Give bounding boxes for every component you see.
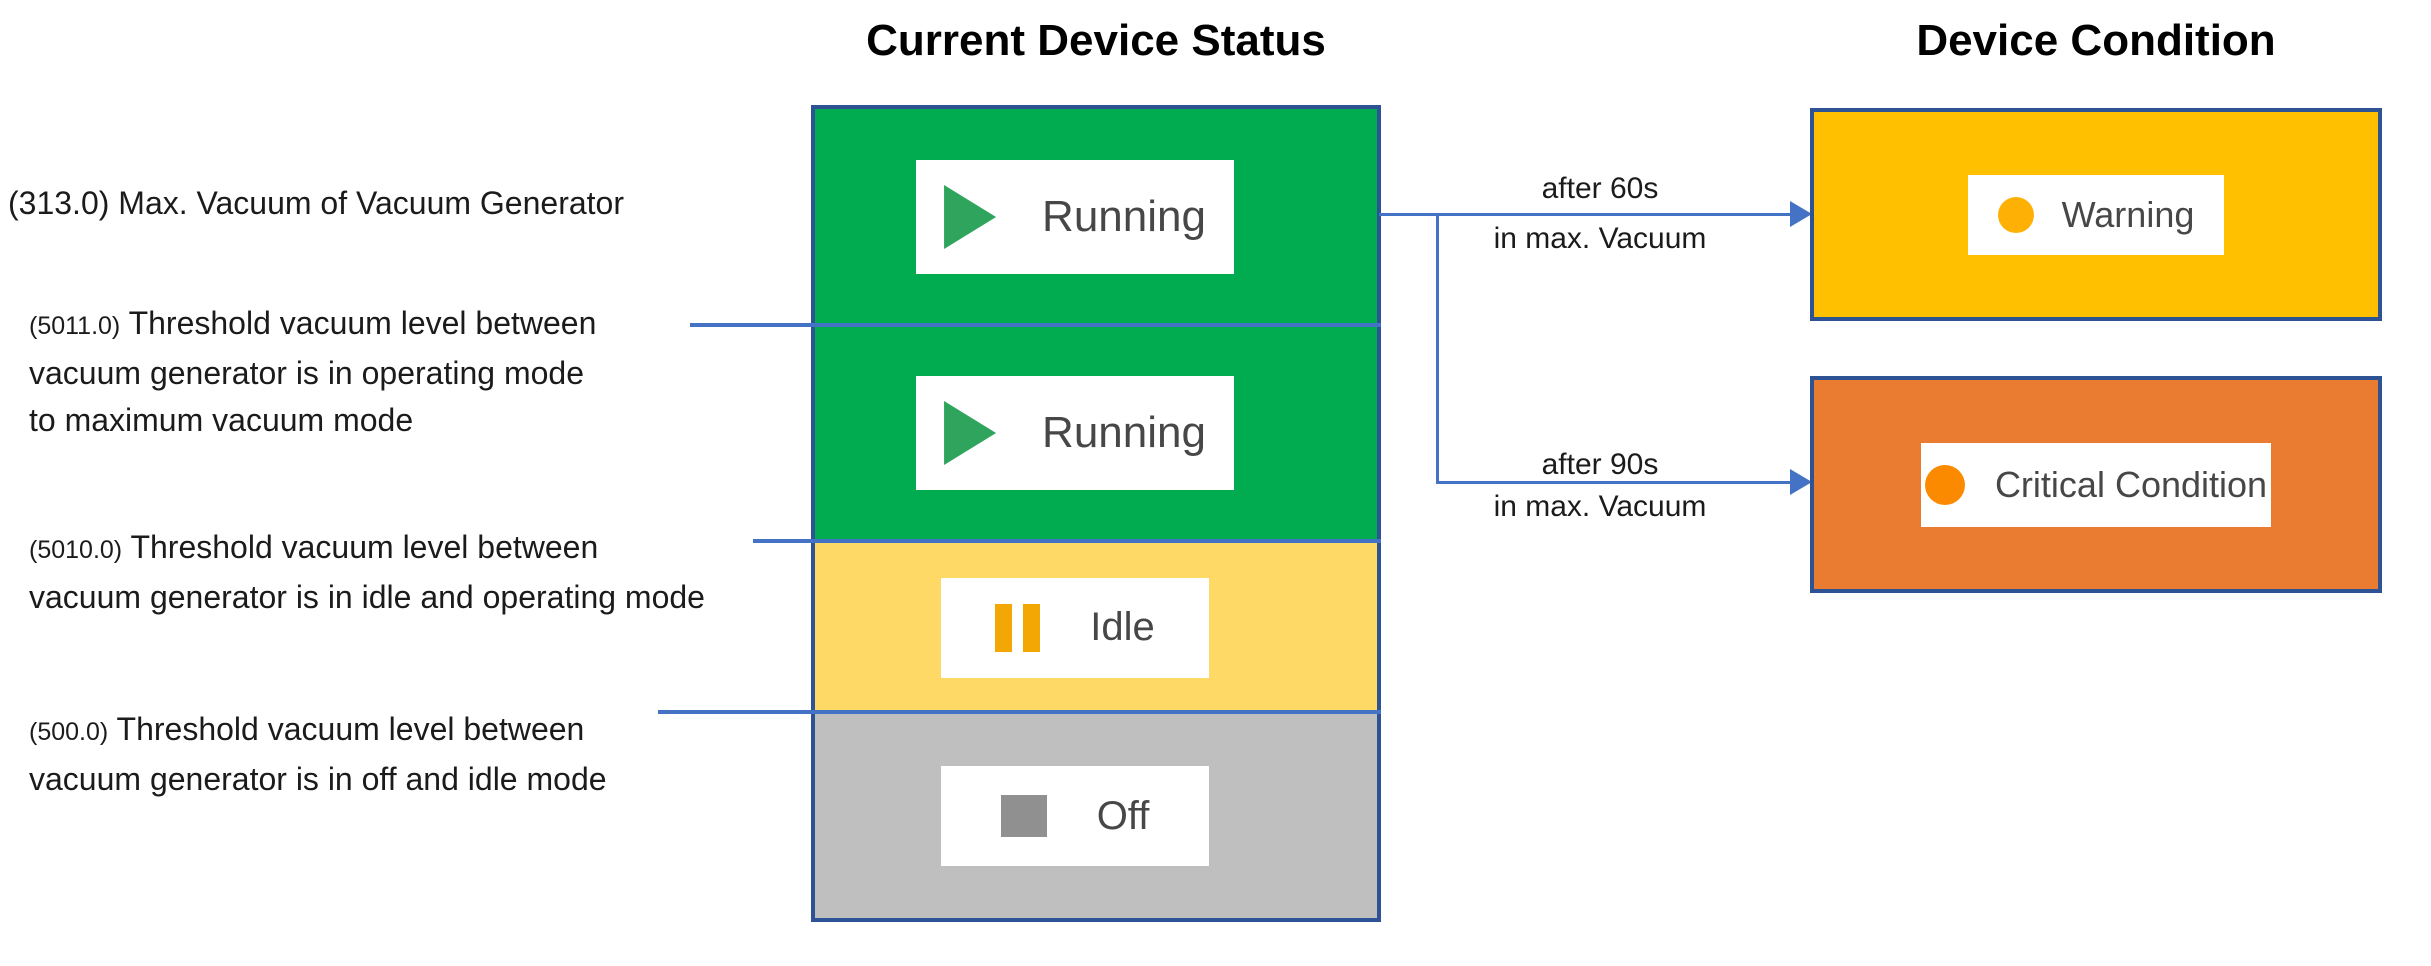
threshold-value: (313.0) <box>8 185 110 221</box>
condition-badge: Warning <box>1968 174 2224 255</box>
arrowhead-warning-icon <box>1790 201 1812 227</box>
play-icon <box>944 401 997 465</box>
threshold-leader-line-5011 <box>690 323 1381 327</box>
threshold-max-vacuum-label: (313.0) Max. Vacuum of Vacuum Generator <box>8 180 624 227</box>
threshold-leader-line-500 <box>658 710 1381 714</box>
status-badge: Running <box>916 160 1234 274</box>
status-idle: Idle <box>815 541 1377 714</box>
status-running-max-vacuum: Running <box>815 109 1377 325</box>
status-stack: Running Running Idle Off <box>811 105 1381 922</box>
condition-column-title: Device Condition <box>1916 16 2276 65</box>
threshold-text-line: (5011.0) Threshold vacuum level between <box>29 305 597 341</box>
threshold-text-line: vacuum generator is in idle and operatin… <box>29 579 705 615</box>
status-running-operating: Running <box>815 325 1377 541</box>
condition-label: Warning <box>2061 193 2195 235</box>
threshold-5011-label: (5011.0) Threshold vacuum level between … <box>29 300 596 444</box>
threshold-value: (500.0) <box>29 718 109 746</box>
threshold-text-line: (500.0) Threshold vacuum level between <box>29 711 585 747</box>
condition-warning-box: Warning <box>1810 108 2382 321</box>
threshold-text-line: (5010.0) Threshold vacuum level between <box>29 529 599 565</box>
transition-delay-critical: after 90s <box>1541 448 1659 481</box>
status-label: Idle <box>1090 605 1155 649</box>
threshold-500-label: (500.0) Threshold vacuum level between v… <box>29 706 607 803</box>
arrowhead-critical-icon <box>1790 469 1812 495</box>
stop-icon <box>1000 795 1047 837</box>
play-icon <box>944 185 997 249</box>
transition-condition-critical: in max. Vacuum <box>1493 490 1707 523</box>
threshold-5010-label: (5010.0) Threshold vacuum level between … <box>29 524 705 621</box>
transition-line-critical <box>1436 481 1793 484</box>
status-badge: Running <box>916 376 1234 490</box>
status-badge: Idle <box>941 577 1209 678</box>
condition-badge: Critical Condition <box>1921 442 2271 527</box>
threshold-value: (5011.0) <box>29 312 121 340</box>
transition-delay-warning: after 60s <box>1541 172 1659 205</box>
transition-condition-warning: in max. Vacuum <box>1493 222 1707 255</box>
threshold-text-line: to maximum vacuum mode <box>29 402 414 438</box>
condition-label: Critical Condition <box>1994 463 2268 505</box>
pause-icon <box>995 603 1041 652</box>
warning-dot-icon <box>1997 196 2034 233</box>
transition-line-warning <box>1379 213 1793 216</box>
status-label: Off <box>1096 793 1150 838</box>
condition-critical-box: Critical Condition <box>1810 376 2382 593</box>
status-off: Off <box>815 714 1377 918</box>
status-badge: Off <box>941 766 1209 866</box>
critical-dot-icon <box>1924 464 1965 505</box>
threshold-text: Max. Vacuum of Vacuum Generator <box>118 185 624 221</box>
transition-line-vertical <box>1436 213 1439 484</box>
threshold-text-line: vacuum generator is in operating mode <box>29 355 584 391</box>
threshold-text-line: vacuum generator is in off and idle mode <box>29 761 607 797</box>
status-label: Running <box>1042 192 1206 241</box>
threshold-value: (5010.0) <box>29 536 123 564</box>
status-label: Running <box>1042 408 1206 457</box>
threshold-leader-line-5010 <box>753 539 1381 543</box>
status-column-title: Current Device Status <box>866 16 1326 65</box>
